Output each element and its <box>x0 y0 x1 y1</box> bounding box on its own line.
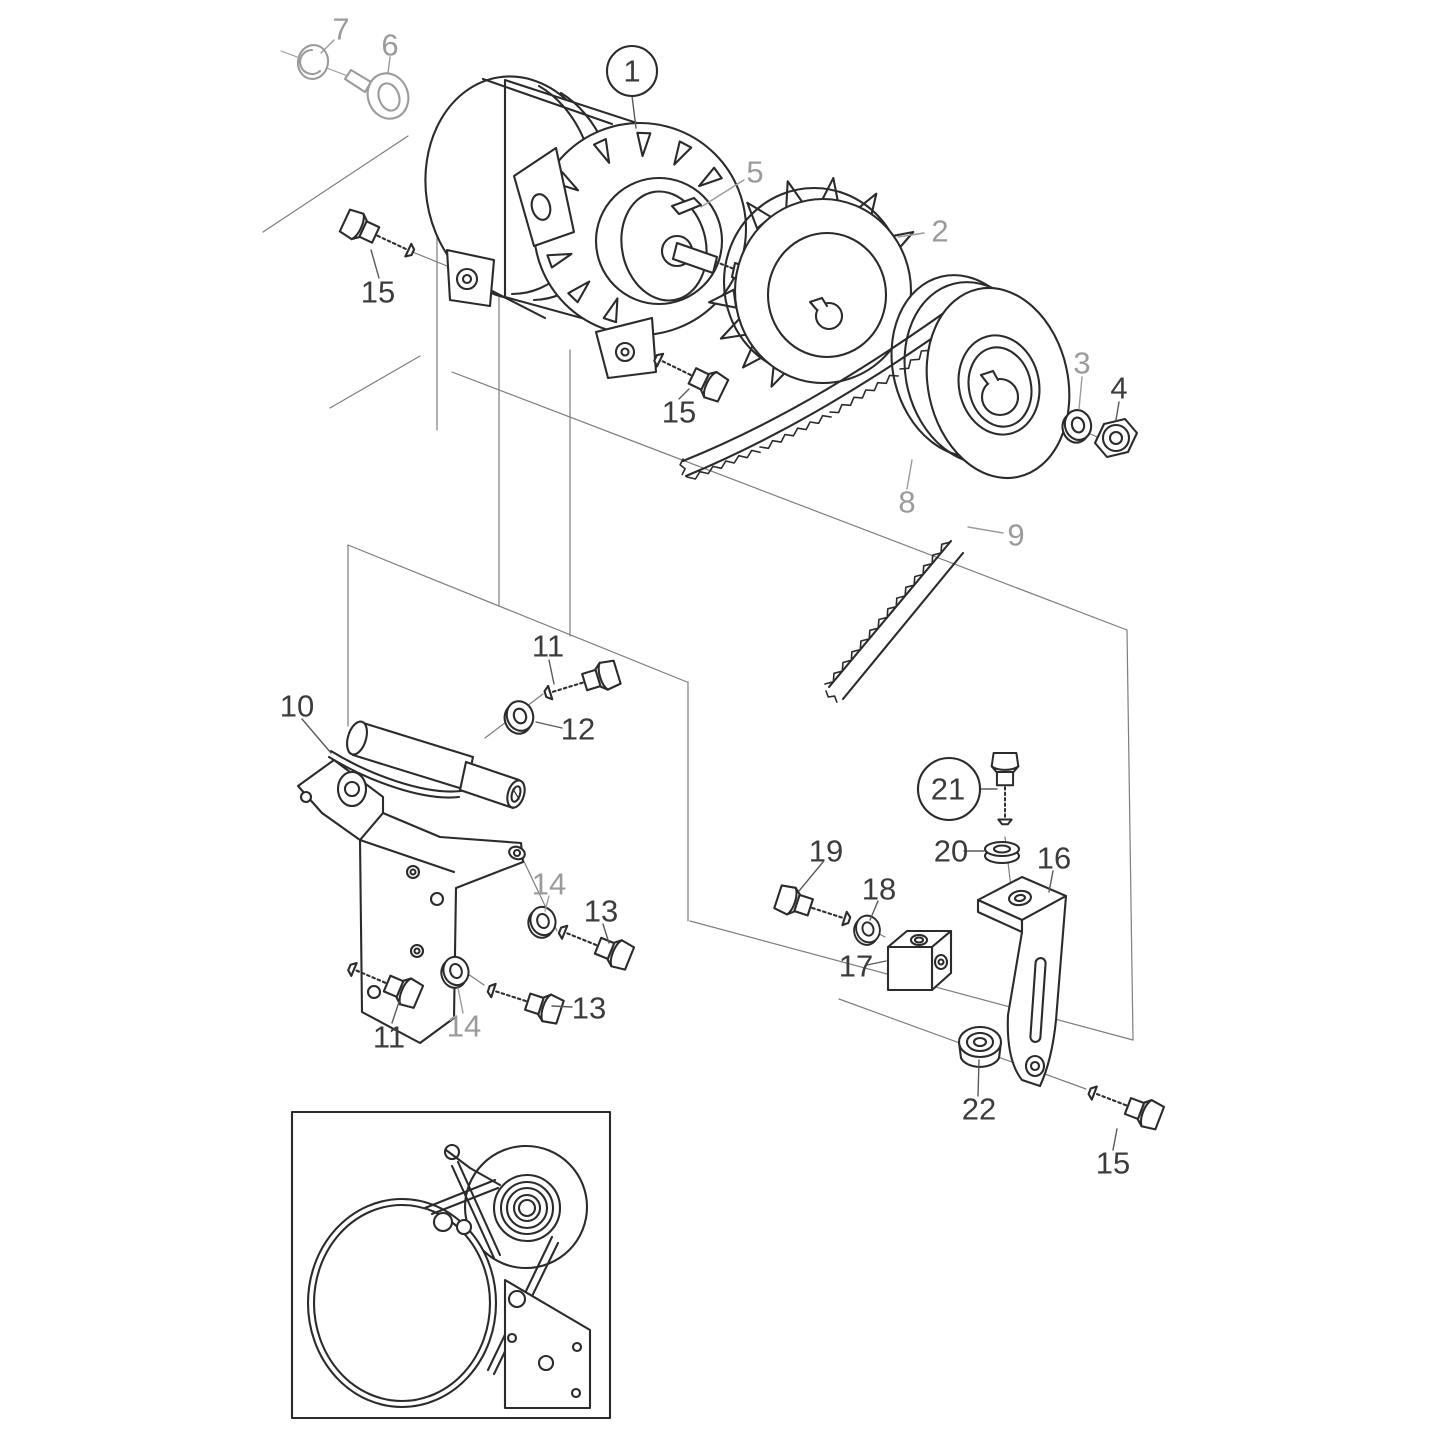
bolt-13b <box>483 974 566 1027</box>
part-label-20: 20 <box>934 834 968 869</box>
part-label-13a: 13 <box>584 894 618 929</box>
part-label-7: 7 <box>332 12 349 47</box>
part-label-9: 9 <box>1007 518 1024 553</box>
bolt-15c <box>1083 1077 1166 1133</box>
part-label-11b: 11 <box>373 1020 405 1055</box>
lock-washer-20 <box>983 840 1021 865</box>
part-label-1: 1 <box>623 54 640 89</box>
pulley-bore <box>979 369 1020 417</box>
inset-tensioner-arm <box>432 1143 502 1260</box>
part-label-10: 10 <box>280 689 314 724</box>
bracket-16 <box>976 875 1068 1088</box>
part-label-19: 19 <box>809 834 843 869</box>
part-label-15a: 15 <box>361 275 395 310</box>
part-label-22: 22 <box>962 1092 996 1127</box>
part-label-12: 12 <box>561 712 595 747</box>
part-label-3: 3 <box>1073 346 1090 381</box>
label-circle-1 <box>605 44 659 98</box>
part-label-14a: 14 <box>532 867 566 902</box>
washer-7 <box>296 44 330 80</box>
part-label-6: 6 <box>381 28 398 63</box>
part-label-15c: 15 <box>1096 1146 1130 1181</box>
woodruff-key-5 <box>670 196 703 216</box>
part-label-16: 16 <box>1037 841 1071 876</box>
adjuster-block-17 <box>886 929 953 992</box>
part-label-13b: 13 <box>572 991 606 1026</box>
nut-4 <box>1093 417 1139 459</box>
part-label-17: 17 <box>839 949 873 984</box>
inset-pulley <box>492 1173 562 1243</box>
washer-12 <box>498 696 540 739</box>
part-label-8: 8 <box>898 485 915 520</box>
assembled-view-inset <box>290 1110 612 1420</box>
alternator-front-face <box>594 176 724 306</box>
fan <box>706 175 919 392</box>
highlight-circle-part-21 <box>916 756 982 822</box>
alternator <box>424 75 749 380</box>
inset-bracket-plate <box>503 1278 592 1410</box>
label-leader-lines <box>301 39 1120 1151</box>
washer-18 <box>849 911 885 949</box>
eye-bolt-6 <box>343 68 410 120</box>
tensioner-parts <box>849 840 1068 1088</box>
washer-14a <box>523 902 561 943</box>
part-label-14b: 14 <box>447 1009 481 1044</box>
bolt-15a <box>337 206 420 266</box>
part-label-2: 2 <box>931 214 948 249</box>
pulley-and-belt <box>679 274 1071 703</box>
mounting-bracket-10 <box>296 720 526 1045</box>
bolt-19 <box>772 882 855 935</box>
part-label-5: 5 <box>746 155 763 190</box>
part-label-11a: 11 <box>532 629 564 664</box>
spacer-22 <box>957 1025 1003 1068</box>
part-label-21: 21 <box>931 772 965 807</box>
bracket-pivot-tube <box>351 720 475 792</box>
fan-hub-hole <box>808 296 844 331</box>
part-labels: 1 2 3 4 5 6 7 8 9 10 11 11 12 13 13 14 1… <box>280 12 1130 1181</box>
part-label-4: 4 <box>1110 371 1127 406</box>
part-label-15b: 15 <box>662 395 696 430</box>
part-label-18: 18 <box>862 872 896 907</box>
